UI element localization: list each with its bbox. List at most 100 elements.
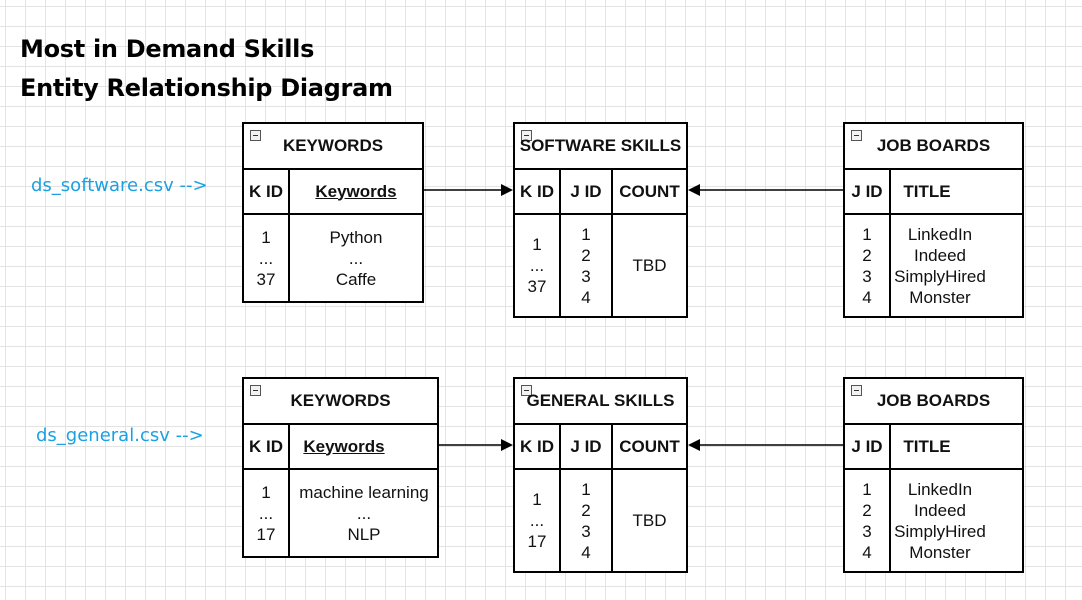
keyword-value: ... bbox=[348, 248, 364, 268]
board-title-values: LinkedIn Indeed SimplyHired Monster bbox=[891, 215, 989, 316]
board-title-value: LinkedIn bbox=[907, 479, 973, 499]
j-id-value: 3 bbox=[581, 521, 591, 541]
collapse-icon[interactable] bbox=[250, 130, 261, 141]
keywords-table-general[interactable]: KEYWORDS K ID Keywords 1 ... 17 machine … bbox=[242, 377, 439, 558]
keyword-value: ... bbox=[356, 503, 372, 523]
column-header-k-id: K ID bbox=[249, 436, 283, 456]
j-id-value: 1 bbox=[862, 479, 872, 499]
keyword-values: machine learning ... NLP bbox=[290, 470, 438, 556]
column-header-k-id: K ID bbox=[520, 436, 554, 456]
arrowhead-software-skills-right bbox=[688, 184, 700, 196]
collapse-icon[interactable] bbox=[521, 385, 532, 396]
k-id-value: 1 bbox=[261, 227, 271, 247]
j-id-value: 4 bbox=[581, 542, 591, 562]
keyword-value: machine learning bbox=[299, 482, 429, 502]
column-header-count: COUNT bbox=[619, 181, 680, 201]
board-title-value: SimplyHired bbox=[894, 521, 986, 541]
keywords-table-software[interactable]: KEYWORDS K ID Keywords 1 ... 37 Python .… bbox=[242, 122, 424, 303]
column-divider bbox=[559, 170, 561, 316]
board-title-value: Monster bbox=[909, 287, 971, 307]
j-id-value: 2 bbox=[862, 500, 872, 520]
column-header-title: TITLE bbox=[903, 181, 951, 201]
column-divider bbox=[288, 425, 290, 556]
job-boards-table-general[interactable]: JOB BOARDS J ID TITLE 1 2 3 4 LinkedIn I… bbox=[843, 377, 1024, 573]
j-id-values: 1 2 3 4 bbox=[561, 470, 611, 571]
source-label-software: ds_software.csv --> bbox=[31, 175, 208, 196]
collapse-icon[interactable] bbox=[250, 385, 261, 396]
collapse-icon[interactable] bbox=[851, 130, 862, 141]
column-divider bbox=[288, 170, 290, 301]
collapse-icon[interactable] bbox=[521, 130, 532, 141]
arrowhead-general-skills-left bbox=[501, 439, 513, 451]
table-body: 1 ... 37 Python ... Caffe bbox=[244, 215, 422, 301]
k-id-values: 1 ... 37 bbox=[244, 215, 288, 301]
keyword-value: Caffe bbox=[335, 269, 377, 289]
count-values: TBD bbox=[613, 215, 686, 316]
table-title: KEYWORDS bbox=[244, 379, 437, 425]
board-title-value: Indeed bbox=[914, 245, 966, 265]
table-title: JOB BOARDS bbox=[845, 124, 1022, 170]
diagram-title: Most in Demand Skills Entity Relationshi… bbox=[20, 30, 393, 108]
keyword-value: NLP bbox=[347, 524, 381, 544]
k-id-value: ... bbox=[529, 511, 545, 530]
job-boards-table-software[interactable]: JOB BOARDS J ID TITLE 1 2 3 4 LinkedIn I… bbox=[843, 122, 1024, 318]
j-id-value: 4 bbox=[862, 542, 872, 562]
k-id-value: 37 bbox=[256, 269, 276, 289]
column-header-j-id: J ID bbox=[570, 181, 602, 201]
j-id-value: 2 bbox=[581, 245, 591, 265]
column-header-k-id: K ID bbox=[520, 181, 554, 201]
table-title: JOB BOARDS bbox=[845, 379, 1022, 425]
general-skills-table[interactable]: GENERAL SKILLS K ID J ID COUNT 1 ... 17 … bbox=[513, 377, 688, 573]
table-title: KEYWORDS bbox=[244, 124, 422, 170]
column-header-row: K ID Keywords bbox=[244, 425, 437, 470]
j-id-value: 2 bbox=[581, 500, 591, 520]
j-id-values: 1 2 3 4 bbox=[845, 470, 889, 571]
column-header-row: K ID J ID COUNT bbox=[515, 425, 686, 470]
j-id-value: 4 bbox=[862, 287, 872, 307]
column-divider bbox=[889, 425, 891, 571]
column-header-row: K ID Keywords bbox=[244, 170, 422, 215]
table-body: 1 2 3 4 LinkedIn Indeed SimplyHired Mons… bbox=[845, 215, 1022, 316]
k-id-value: 37 bbox=[527, 277, 547, 296]
j-id-value: 3 bbox=[581, 266, 591, 286]
keyword-value: Python bbox=[329, 227, 383, 247]
j-id-value: 2 bbox=[862, 245, 872, 265]
k-id-values: 1 ... 37 bbox=[515, 215, 559, 316]
arrowhead-software-skills-left bbox=[501, 184, 513, 196]
table-body: 1 ... 17 machine learning ... NLP bbox=[244, 470, 437, 556]
board-title-value: SimplyHired bbox=[894, 266, 986, 286]
column-header-row: J ID TITLE bbox=[845, 170, 1022, 215]
column-header-row: J ID TITLE bbox=[845, 425, 1022, 470]
k-id-value: 1 bbox=[532, 235, 542, 254]
j-id-value: 1 bbox=[581, 224, 591, 244]
column-header-count: COUNT bbox=[619, 436, 680, 456]
column-header-title: TITLE bbox=[903, 436, 951, 456]
k-id-values: 1 ... 17 bbox=[244, 470, 288, 556]
column-header-k-id: K ID bbox=[249, 181, 283, 201]
count-value: TBD bbox=[632, 256, 667, 275]
j-id-value: 1 bbox=[862, 224, 872, 244]
k-id-value: 1 bbox=[532, 490, 542, 509]
k-id-value: 17 bbox=[527, 532, 547, 551]
table-body: 1 ... 37 1 2 3 4 TBD bbox=[515, 215, 686, 316]
j-id-values: 1 2 3 4 bbox=[845, 215, 889, 316]
k-id-value: ... bbox=[258, 503, 274, 523]
table-title: SOFTWARE SKILLS bbox=[515, 124, 686, 170]
count-value: TBD bbox=[632, 511, 667, 530]
column-header-j-id: J ID bbox=[851, 436, 883, 456]
j-id-value: 1 bbox=[581, 479, 591, 499]
board-title-value: Monster bbox=[909, 542, 971, 562]
k-id-value: ... bbox=[529, 256, 545, 275]
collapse-icon[interactable] bbox=[851, 385, 862, 396]
software-skills-table[interactable]: SOFTWARE SKILLS K ID J ID COUNT 1 ... 37… bbox=[513, 122, 688, 318]
column-divider bbox=[611, 425, 613, 571]
column-header-keywords: Keywords bbox=[303, 436, 385, 456]
j-id-value: 3 bbox=[862, 521, 872, 541]
table-body: 1 2 3 4 LinkedIn Indeed SimplyHired Mons… bbox=[845, 470, 1022, 571]
column-divider bbox=[889, 170, 891, 316]
column-divider bbox=[559, 425, 561, 571]
board-title-value: LinkedIn bbox=[907, 224, 973, 244]
diagram-title-line-1: Most in Demand Skills bbox=[20, 35, 315, 63]
column-header-j-id: J ID bbox=[570, 436, 602, 456]
